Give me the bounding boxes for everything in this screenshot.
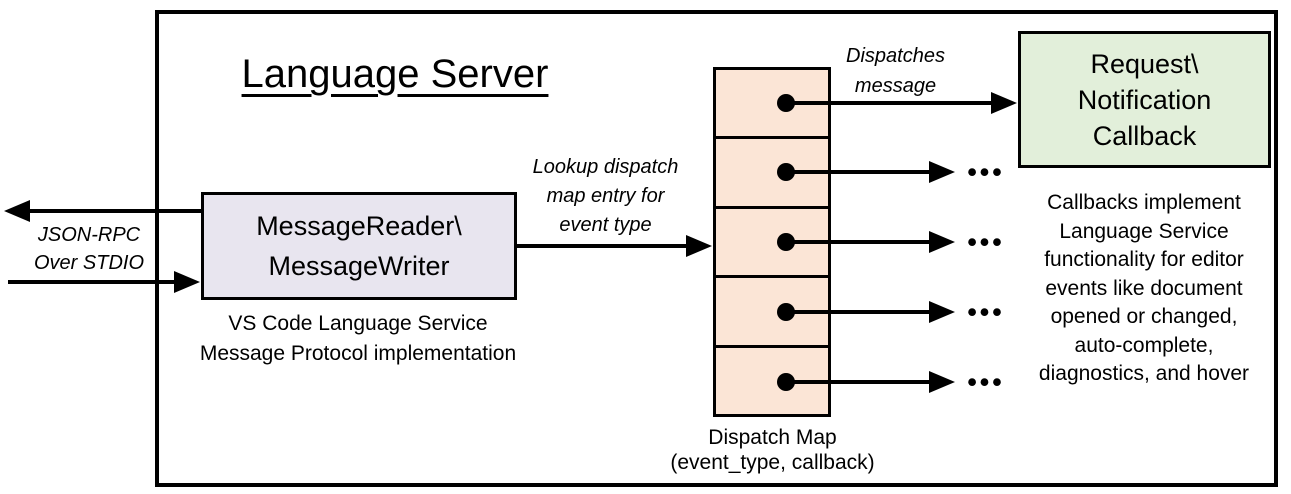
dispatch-map-cell [716, 278, 828, 348]
dispatch-map-cell [716, 209, 828, 279]
more-callbacks-ellipsis: ••• [967, 367, 1005, 397]
diagram-title: Language Server [241, 52, 549, 96]
more-callbacks-ellipsis: ••• [967, 227, 1005, 257]
lookup-annotation: Lookup dispatch map entry for event type [532, 156, 679, 236]
message-reader-writer-label: MessageReader\ MessageWriter [256, 211, 462, 281]
dispatch-map-cell [716, 139, 828, 209]
dispatch-map [713, 67, 831, 417]
dispatch-map-cell [716, 348, 828, 414]
dispatches-message-annotation: Dispatches message [846, 45, 945, 97]
more-callbacks-ellipsis: ••• [967, 297, 1005, 327]
stdio-protocol-label: JSON-RPC Over STDIO [33, 224, 144, 274]
callback-box-caption: Callbacks implement Language Service fun… [1038, 191, 1250, 385]
message-reader-writer-box: MessageReader\ MessageWriter [201, 192, 517, 300]
more-callbacks-ellipsis: ••• [967, 157, 1005, 187]
dispatch-map-cell [716, 70, 828, 140]
request-notification-callback-label: Request\ Notification Callback [1077, 48, 1212, 151]
request-notification-callback-box: Request\ Notification Callback [1018, 31, 1271, 168]
message-box-caption: VS Code Language Service Message Protoco… [199, 312, 517, 365]
dispatch-map-caption: Dispatch Map (event_type, callback) [670, 426, 875, 474]
